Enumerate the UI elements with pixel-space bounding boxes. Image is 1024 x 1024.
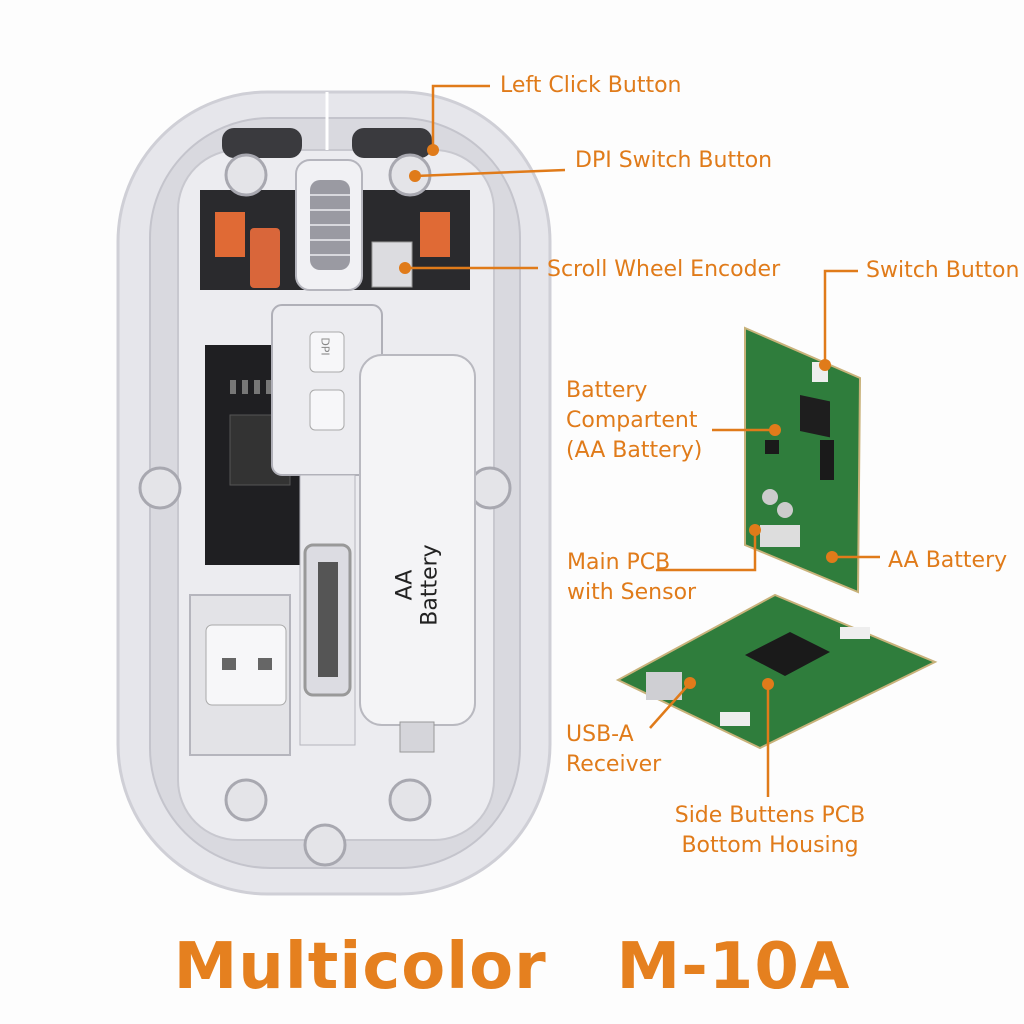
label-line: Battery xyxy=(566,378,648,403)
label-line: USB-A xyxy=(566,722,634,747)
side-buttons-pcb xyxy=(615,593,938,750)
label-scroll-encoder: Scroll Wheel Encoder xyxy=(547,257,781,282)
label-aa-battery: AA Battery xyxy=(888,548,1008,573)
label-line: Receiver xyxy=(566,752,662,777)
callout-dots xyxy=(399,144,838,690)
leader-lines xyxy=(405,84,880,797)
label-left-click: Left Click Button xyxy=(500,73,682,98)
product-title: Multicolor M-10A xyxy=(173,930,851,1004)
label-line: Side Buttens PCB xyxy=(674,803,866,828)
label-line: (AA Battery) xyxy=(566,438,703,463)
label-line: with Sensor xyxy=(567,580,697,605)
screw-posts xyxy=(138,153,512,867)
label-line: Main PCB xyxy=(567,550,671,575)
label-usb-receiver: USB-A Receiver xyxy=(566,720,661,780)
label-side-buttons: Side Buttens PCB Bottom Housing xyxy=(640,801,900,861)
label-line: Bottom Housing xyxy=(681,833,859,858)
label-battery-compartment: Battery Compartent (AA Battery) xyxy=(566,376,702,466)
label-dpi-switch: DPI Switch Button xyxy=(575,148,773,173)
dpi-text: DPI xyxy=(318,337,332,356)
label-switch-button: Switch Button xyxy=(866,258,1020,283)
main-pcb xyxy=(744,326,862,594)
label-line: Compartent xyxy=(566,408,698,433)
label-main-pcb: Main PCB with Sensor xyxy=(567,548,696,608)
click-switches xyxy=(215,212,450,288)
battery-text: AA Battery xyxy=(392,544,443,626)
